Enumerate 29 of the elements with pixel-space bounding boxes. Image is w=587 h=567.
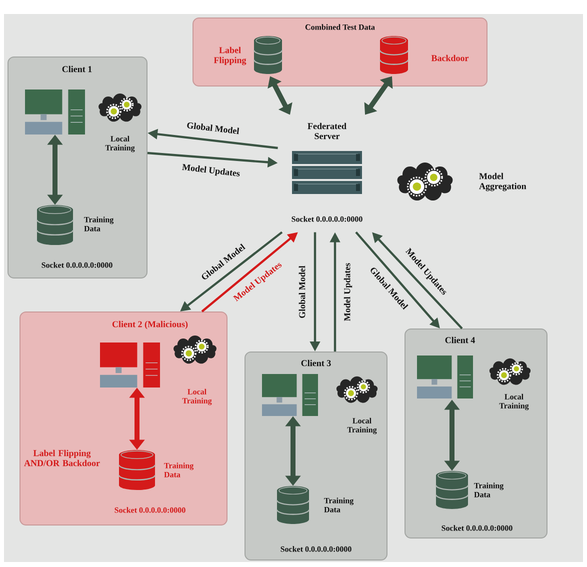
computer-drawing: [25, 90, 85, 134]
edge-label: Model Updates: [180, 162, 242, 180]
computer-drawing: [100, 342, 160, 388]
icon-label: Training Data: [84, 216, 114, 232]
panel-title: Client 3: [301, 360, 331, 366]
attack-note: Label Flipping AND/OR Backdoor: [24, 450, 100, 466]
socket-label: Socket 0.0.0.0.0:0000: [42, 262, 112, 268]
server-title: Federated Server: [308, 122, 346, 140]
icon-label: Local Training: [182, 388, 212, 406]
attack-label: Label Flipping: [214, 46, 246, 66]
socket-label: Socket 0.0.0.0.0:0000: [442, 525, 512, 531]
panel-title: Client 4: [445, 336, 475, 344]
icon-label: Local Training: [105, 136, 135, 152]
socket-label: Socket 0.0.0.0.0:0000: [280, 546, 352, 552]
icon-label: Local Training: [347, 418, 377, 434]
icon-label: Training Data: [324, 498, 354, 512]
socket-label: Socket 0.0.0.0.0:0000: [114, 507, 186, 513]
icon-label: Model Aggregation: [479, 172, 526, 192]
icon-label: Local Training: [499, 394, 529, 410]
icon-label: Training Data: [164, 462, 194, 478]
computer-drawing: [262, 374, 318, 416]
edge-label: Global Model: [185, 120, 241, 136]
computer-drawing: [417, 356, 473, 398]
panel-title: Client 2 (Malicious): [112, 320, 188, 330]
attack-label: Backdoor: [431, 54, 469, 62]
socket-label: Socket 0.0.0.0.0:0000: [292, 216, 362, 222]
icon-label: Training Data: [474, 482, 504, 498]
panel-title: Combined Test Data: [305, 24, 375, 30]
panel-title: Client 1: [62, 66, 92, 72]
